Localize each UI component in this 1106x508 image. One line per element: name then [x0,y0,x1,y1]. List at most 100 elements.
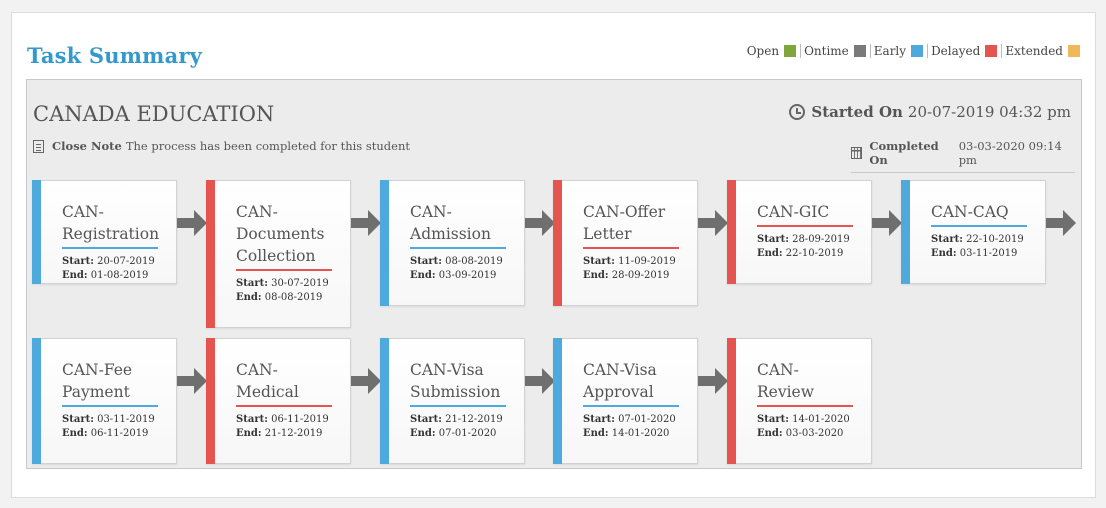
task-status-bar [727,338,736,464]
close-note-text: The process has been completed for this … [125,139,410,153]
start-label: Start: [931,234,963,245]
start-label: Start: [236,414,268,425]
close-note: Close Note The process has been complete… [33,139,410,153]
flow-arrow-icon [177,210,207,236]
start-date: 14-01-2020 [788,414,850,425]
end-date: 28-09-2019 [608,270,670,281]
start-date: 22-10-2019 [962,234,1024,245]
start-date: 11-09-2019 [614,256,676,267]
legend-label: Open [746,44,780,58]
clock-icon [789,104,806,120]
widget-title: Task Summary [27,43,203,68]
task-status-bar [901,180,910,284]
note-icon [33,139,44,153]
task-status-bar [32,180,41,284]
task-status-bar [206,338,215,464]
end-date: 22-10-2019 [782,248,844,259]
task-name: CAN-Documents Collection [236,201,332,271]
start-date: 07-01-2020 [614,414,676,425]
task-status-bar [380,180,389,306]
task-status-bar [553,180,562,306]
legend-separator [869,44,871,58]
flow-arrow-icon [698,368,728,394]
calendar-icon [851,147,863,159]
task-status-bar [206,180,215,328]
end-date: 06-11-2019 [87,428,149,439]
task-name: CAN-Fee Payment [62,359,158,407]
end-label: End: [757,248,783,259]
start-date: 30-07-2019 [267,278,329,289]
end-date: 03-03-2020 [782,428,844,439]
task-status-bar [380,338,389,464]
flow-arrow-icon [525,368,555,394]
end-date: 01-08-2019 [87,270,149,281]
legend-item-open: Open [746,44,797,58]
end-date: 07-01-2020 [435,428,497,439]
start-label: Start: [757,414,789,425]
task-name: CAN-Offer Letter [583,201,679,249]
task-name: CAN-CAQ [931,201,1027,227]
start-label: Start: [62,256,94,267]
end-date: 03-11-2019 [956,248,1018,259]
task-name: CAN-Admission [410,201,506,249]
end-label: End: [757,428,783,439]
start-label: Start: [236,278,268,289]
end-label: End: [583,428,609,439]
end-date: 08-08-2019 [261,292,323,303]
flow-arrow-icon [1046,210,1076,236]
task-name: CAN-Medical [236,359,332,407]
legend-swatch [1068,45,1080,57]
start-date: 20-07-2019 [93,256,155,267]
legend-item-ontime: Ontime [796,44,866,58]
start-label: Start: [62,414,94,425]
legend-swatch [853,45,866,57]
legend-swatch [985,45,998,57]
flow-arrow-icon [351,368,381,394]
task-status-bar [32,338,41,464]
case-panel: CANADA EDUCATION Started On 20-07-2019 0… [26,79,1082,469]
legend-item-delayed: Delayed [923,44,998,58]
end-label: End: [410,428,436,439]
legend-separator [800,44,802,58]
legend-label: Early [873,44,907,58]
flow-arrow-icon [872,210,902,236]
started-on-value: 20-07-2019 04:32 pm [907,103,1071,121]
task-status-bar [727,180,736,284]
legend-swatch [784,45,797,57]
end-label: End: [410,270,436,281]
started-on-label: Started On [811,103,903,121]
start-label: Start: [410,414,442,425]
start-label: Start: [757,234,789,245]
end-label: End: [62,270,88,281]
start-label: Start: [583,414,615,425]
task-name: CAN-Visa Submission [410,359,506,407]
task-name: CAN-Visa Approval [583,359,679,407]
legend-separator [927,44,929,58]
start-date: 03-11-2019 [93,414,155,425]
legend-item-extended: Extended [997,44,1080,58]
close-note-label: Close Note [52,139,122,153]
start-label: Start: [583,256,615,267]
